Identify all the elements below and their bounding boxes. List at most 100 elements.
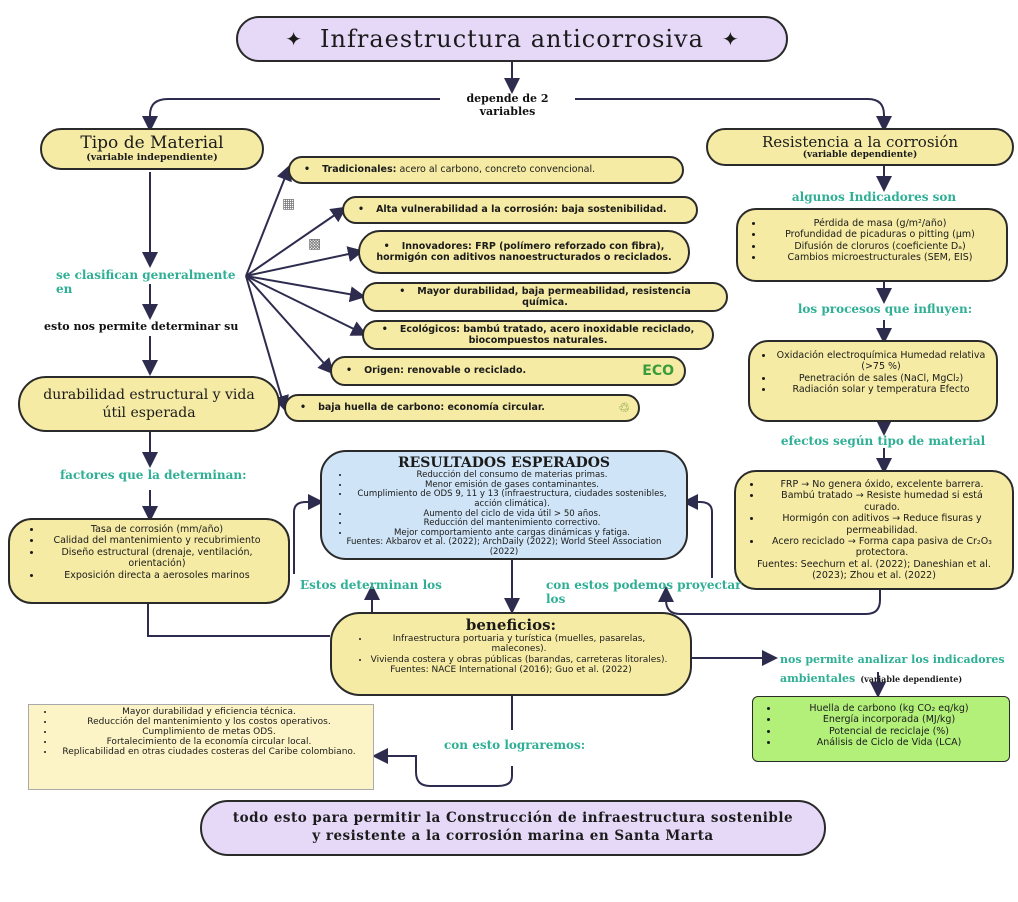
bricks-icon: ▦ xyxy=(282,196,296,212)
results-box: RESULTADOS ESPERADOS Reducción del consu… xyxy=(320,450,688,560)
durability-box: durabilidad estructural y vida útil espe… xyxy=(18,376,280,432)
list-item: Cumplimiento de metas ODS. xyxy=(55,727,363,737)
category-text: Alta vulnerabilidad a la corrosión: baja… xyxy=(376,204,667,216)
list-item: Cambios microestructurales (SEM, EIS) xyxy=(764,252,996,263)
list-item: Penetración de sales (NaCl, MgCl₂) xyxy=(774,373,988,384)
category-bold: Tradicionales: xyxy=(322,164,397,176)
page-title: Infraestructura anticorrosiva xyxy=(320,25,704,53)
results-title: RESULTADOS ESPERADOS xyxy=(397,455,611,471)
benefits-sources: Fuentes: NACE International (2016); Guo … xyxy=(390,665,632,676)
list-item: Fortalecimiento de la economía circular … xyxy=(55,737,363,747)
durability-text: durabilidad estructural y vida útil espe… xyxy=(43,386,255,421)
processes-label: los procesos que influyen: xyxy=(797,302,973,316)
mesh-icon: ▩ xyxy=(308,236,322,252)
list-item: Profundidad de picaduras o pitting (µm) xyxy=(764,229,996,240)
category-item: •Tradicionales: acero al carbono, concre… xyxy=(288,156,684,184)
indicators-label: algunos Indicadores son xyxy=(791,190,957,204)
eco-badge: ECO xyxy=(642,363,674,379)
list-item: Menor emisión de gases contaminantes. xyxy=(350,480,674,491)
list-item: Mejor comportamiento ante cargas dinámic… xyxy=(350,528,674,539)
env-indicators-list: Huella de carbono (kg CO₂ eq/kg) Energía… xyxy=(763,703,999,749)
effects-sources: Fuentes: Seechurn et al. (2022); Daneshi… xyxy=(757,558,991,582)
list-item: Reducción del mantenimiento y los costos… xyxy=(55,717,363,727)
list-item: Acero reciclado → Forma capa pasiva de C… xyxy=(762,536,1002,559)
list-item: Infraestructura portuaria y turística (m… xyxy=(370,634,668,655)
list-item: Replicabilidad en otras ciudades costera… xyxy=(55,747,363,757)
factors-label: factores que la determinan: xyxy=(60,468,247,482)
depends-label: depende de 2 variables xyxy=(466,92,549,118)
factors-list: Tasa de corrosión (mm/año) Calidad del m… xyxy=(26,524,272,581)
list-item: Calidad del mantenimiento y recubrimient… xyxy=(42,535,272,546)
list-item: Vivienda costera y obras públicas (baran… xyxy=(370,655,668,665)
list-item: Mayor durabilidad y eficiencia técnica. xyxy=(55,707,363,717)
effects-label: efectos según tipo de material xyxy=(780,434,986,448)
indicators-box: Pérdida de masa (g/m²/año) Profundidad d… xyxy=(736,208,1008,282)
classify-label: se clasifican generalmente en xyxy=(56,268,236,296)
category-text: Ecológicos: bambú tratado, acero inoxida… xyxy=(399,323,695,346)
determine-label: esto nos permite determinar su xyxy=(44,320,239,333)
resistance-box: Resistencia a la corrosión (variable dep… xyxy=(706,128,1014,166)
list-item: Análisis de Ciclo de Vida (LCA) xyxy=(779,737,999,748)
indicators-list: Pérdida de masa (g/m²/año) Profundidad d… xyxy=(748,218,996,264)
category-item: •Alta vulnerabilidad a la corrosión: baj… xyxy=(342,196,698,224)
analyze-text: nos permite analizar los indicadores amb… xyxy=(780,653,1005,686)
achievements-box: Mayor durabilidad y eficiencia técnica. … xyxy=(28,704,374,790)
list-item: Pérdida de masa (g/m²/año) xyxy=(764,218,996,229)
list-item: Cumplimiento de ODS 9, 11 y 13 (infraest… xyxy=(350,489,674,509)
resistance-title: Resistencia a la corrosión xyxy=(761,132,959,151)
title-box: ✦ Infraestructura anticorrosiva ✦ xyxy=(236,16,788,62)
list-item: Oxidación electroquímica Humedad relativ… xyxy=(774,350,988,373)
list-item: FRP → No genera óxido, excelente barrera… xyxy=(762,479,1002,490)
material-box: Tipo de Material (variable independiente… xyxy=(40,128,264,170)
list-item: Difusión de cloruros (coeficiente Dₐ) xyxy=(764,241,996,252)
effects-box: FRP → No genera óxido, excelente barrera… xyxy=(734,470,1014,590)
category-item: •Ecológicos: bambú tratado, acero inoxid… xyxy=(362,320,714,350)
star-icon: ✦ xyxy=(285,27,303,51)
category-text: acero al carbono, concreto convencional. xyxy=(396,164,596,176)
material-subtitle: (variable independiente) xyxy=(86,152,218,163)
achieve-label: con esto lograremos: xyxy=(444,738,586,752)
determine-results-label: Estos determinan los xyxy=(300,578,442,592)
list-item: Diseño estructural (drenaje, ventilación… xyxy=(42,547,272,570)
conclusion-text: todo esto para permitir la Construcción … xyxy=(232,810,794,844)
list-item: Reducción del mantenimiento correctivo. xyxy=(350,518,674,529)
list-item: Huella de carbono (kg CO₂ eq/kg) xyxy=(779,703,999,714)
results-sources: Fuentes: Akbarov et al. (2022); ArchDail… xyxy=(346,537,662,557)
processes-box: Oxidación electroquímica Humedad relativ… xyxy=(748,340,998,422)
effects-list: FRP → No genera óxido, excelente barrera… xyxy=(746,479,1002,559)
project-label: con estos podemos proyectar los xyxy=(546,578,742,606)
results-list: Reducción del consumo de materias primas… xyxy=(334,470,674,539)
benefits-title: beneficios: xyxy=(465,616,557,634)
list-item: Hormigón con aditivos → Reduce fisuras y… xyxy=(762,513,1002,536)
category-text: Innovadores: FRP (polímero reforzado con… xyxy=(376,240,672,263)
analyze-sub: (variable dependiente) xyxy=(860,674,963,685)
material-title: Tipo de Material xyxy=(80,133,224,153)
list-item: Reducción del consumo de materias primas… xyxy=(350,470,674,481)
category-item: •Mayor durabilidad, baja permeabilidad, … xyxy=(362,282,728,312)
resistance-subtitle: (variable dependiente) xyxy=(802,149,918,160)
env-indicators-box: Huella de carbono (kg CO₂ eq/kg) Energía… xyxy=(752,696,1010,762)
category-text: Mayor durabilidad, baja permeabilidad, r… xyxy=(417,285,691,308)
achievements-list: Mayor durabilidad y eficiencia técnica. … xyxy=(39,707,363,757)
category-text: baja huella de carbono: economía circula… xyxy=(318,402,545,414)
list-item: Aumento del ciclo de vida útil > 50 años… xyxy=(350,509,674,520)
category-item: •baja huella de carbono: economía circul… xyxy=(284,394,640,422)
list-item: Exposición directa a aerosoles marinos xyxy=(42,570,272,581)
category-text: Origen: renovable o reciclado. xyxy=(364,365,527,377)
category-item: •Innovadores: FRP (polímero reforzado co… xyxy=(358,230,690,274)
list-item: Bambú tratado → Resiste humedad si está … xyxy=(762,490,1002,513)
star-icon: ✦ xyxy=(721,27,739,51)
factors-box: Tasa de corrosión (mm/año) Calidad del m… xyxy=(8,518,290,604)
benefits-box: beneficios: Infraestructura portuaria y … xyxy=(330,612,692,696)
benefits-list: Infraestructura portuaria y turística (m… xyxy=(354,634,668,665)
list-item: Tasa de corrosión (mm/año) xyxy=(42,524,272,535)
list-item: Energía incorporada (MJ/kg) xyxy=(779,714,999,725)
co2-icon: ♲ xyxy=(618,400,630,416)
analyze-label: nos permite analizar los indicadores amb… xyxy=(780,648,1016,686)
processes-list: Oxidación electroquímica Humedad relativ… xyxy=(758,350,988,396)
category-item: •Origen: renovable o reciclado. ECO xyxy=(330,356,686,386)
list-item: Potencial de reciclaje (%) xyxy=(779,726,999,737)
list-item: Radiación solar y temperatura Efecto xyxy=(774,384,988,395)
conclusion-box: todo esto para permitir la Construcción … xyxy=(200,800,826,856)
